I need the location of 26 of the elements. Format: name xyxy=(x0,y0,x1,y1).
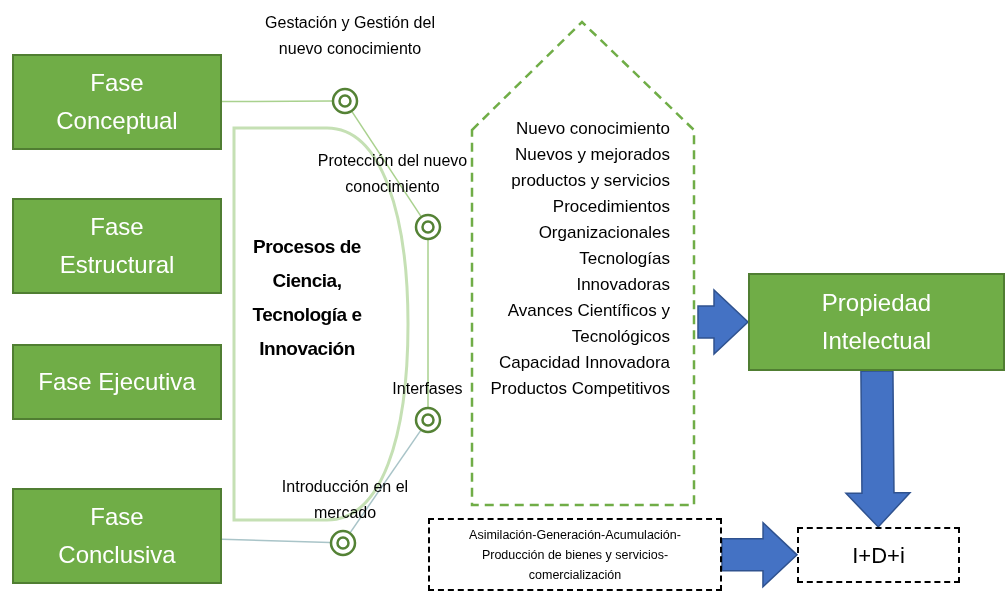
milestone-node: Gestación y Gestión del nuevo conocimiento xyxy=(255,10,445,115)
phase-box: Propiedad Intelectual xyxy=(748,273,1005,371)
phase-box: Fase Conceptual xyxy=(12,54,222,150)
connector-line xyxy=(427,239,429,408)
result-item: Tecnologías Innovadoras xyxy=(575,248,670,296)
block-arrow xyxy=(721,521,799,589)
result-item: Capacidad Innovadora xyxy=(498,352,670,374)
result-item: Productos Competitivos xyxy=(490,378,670,400)
connector-line xyxy=(349,429,422,534)
phase-box: Fase Estructural xyxy=(12,198,222,294)
result-item: Procedimientos Organizacionales xyxy=(537,196,670,244)
phase-box: Fase Ejecutiva xyxy=(12,344,222,420)
result-item: Nuevos y mejorados productos y servicios xyxy=(510,144,670,192)
connector-line xyxy=(351,111,422,217)
result-item: Avances Científicos y Tecnológicos xyxy=(506,300,670,348)
dashed-box: Asimilación-Generación-Acumulación-Producción de bienes y servicios-comercialización xyxy=(428,518,722,591)
phase-box: Fase Conclusiva xyxy=(12,488,222,584)
result-item: Nuevo conocimiento xyxy=(515,118,670,140)
connector-line xyxy=(221,100,333,103)
dashed-box: I+D+i xyxy=(797,527,960,583)
milestone-node: Introducción en el mercado xyxy=(270,474,420,557)
connector-line xyxy=(221,538,331,544)
results-pentagon xyxy=(470,20,698,507)
milestone-node: Interfases xyxy=(380,376,475,434)
block-arrow xyxy=(697,288,750,356)
block-arrow xyxy=(844,370,912,529)
